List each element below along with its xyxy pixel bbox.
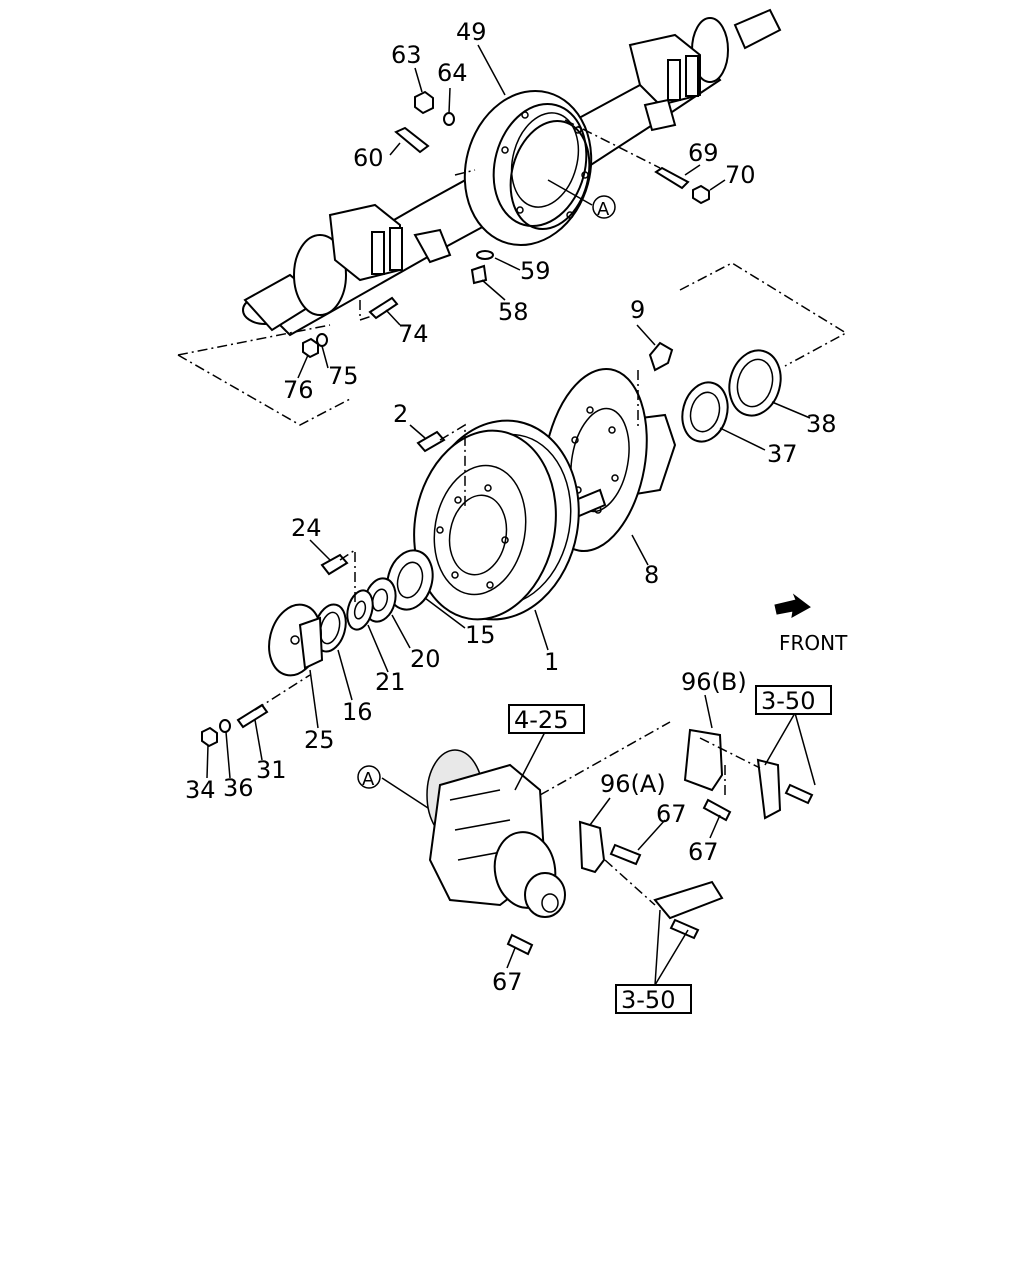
part-label-49: 49 <box>456 18 487 46</box>
part-label-58: 58 <box>498 298 529 326</box>
part-label-38: 38 <box>806 410 837 438</box>
part-label-75: 75 <box>328 362 359 390</box>
part-label-36: 36 <box>223 774 254 802</box>
bolt-60 <box>394 126 430 154</box>
bolt-67-c <box>506 933 534 956</box>
bolt-67-a <box>609 843 642 866</box>
part-label-15: 15 <box>465 621 496 649</box>
washer-75 <box>316 333 328 347</box>
part-label-70: 70 <box>725 161 756 189</box>
svg-text:4-25: 4-25 <box>514 706 568 734</box>
bolt-9 <box>648 341 674 372</box>
svg-text:3-50: 3-50 <box>761 687 815 715</box>
differential-carrier <box>426 728 814 956</box>
part-label-16: 16 <box>342 698 373 726</box>
leader-lines <box>206 44 816 986</box>
part-label-96b: 96(B) <box>681 668 747 696</box>
part-label-64: 64 <box>437 59 468 87</box>
marker-a-top: A <box>592 195 616 220</box>
reference-box-4-25: 4-25 <box>508 704 585 734</box>
bracket-96a <box>578 820 606 874</box>
part-label-2: 2 <box>393 400 408 428</box>
marker-a-bottom: A <box>357 765 381 790</box>
part-label-1: 1 <box>544 648 559 676</box>
part-label-9: 9 <box>630 296 645 324</box>
nut-70 <box>692 184 710 205</box>
part-labels: 49 63 64 60 69 70 59 58 9 74 75 76 38 37… <box>185 18 837 996</box>
part-label-24: 24 <box>291 514 322 542</box>
part-label-74: 74 <box>398 320 429 348</box>
plug-58 <box>470 264 488 285</box>
part-label-76: 76 <box>283 376 314 404</box>
washer-64 <box>443 112 455 126</box>
part-label-8: 8 <box>644 561 659 589</box>
part-label-31: 31 <box>256 756 287 784</box>
nut-63 <box>414 90 434 115</box>
part-label-96a: 96(A) <box>600 770 666 798</box>
bolt-74 <box>368 296 399 320</box>
part-label-20: 20 <box>410 645 441 673</box>
part-label-34: 34 <box>185 776 216 804</box>
front-indicator: FRONT <box>774 593 848 655</box>
svg-text:3-50: 3-50 <box>621 986 675 1014</box>
svg-text:A: A <box>362 769 375 790</box>
nut-76 <box>302 337 319 359</box>
stud-69 <box>654 166 690 190</box>
part-label-59: 59 <box>520 257 551 285</box>
reference-box-3-50-top: 3-50 <box>755 685 832 715</box>
washer-59 <box>476 250 494 260</box>
bolt-67-b <box>702 798 732 822</box>
axle-housing <box>242 8 782 337</box>
part-label-25: 25 <box>304 726 335 754</box>
bolt-2 <box>416 430 446 453</box>
part-label-67-a: 67 <box>656 800 687 828</box>
svg-text:A: A <box>597 199 610 220</box>
front-label: FRONT <box>779 631 848 655</box>
part-label-37: 37 <box>767 440 798 468</box>
front-arrow-icon <box>774 593 811 618</box>
reference-box-3-50-bottom: 3-50 <box>615 984 692 1014</box>
assembly-lines <box>177 119 848 906</box>
part-label-63: 63 <box>391 41 422 69</box>
housing-fasteners <box>302 90 710 576</box>
part-label-60: 60 <box>353 144 384 172</box>
part-label-67-c: 67 <box>492 968 523 996</box>
part-label-21: 21 <box>375 668 406 696</box>
part-label-69: 69 <box>688 139 719 167</box>
hub-drum-assembly <box>201 349 782 748</box>
part-label-67-b: 67 <box>688 838 719 866</box>
